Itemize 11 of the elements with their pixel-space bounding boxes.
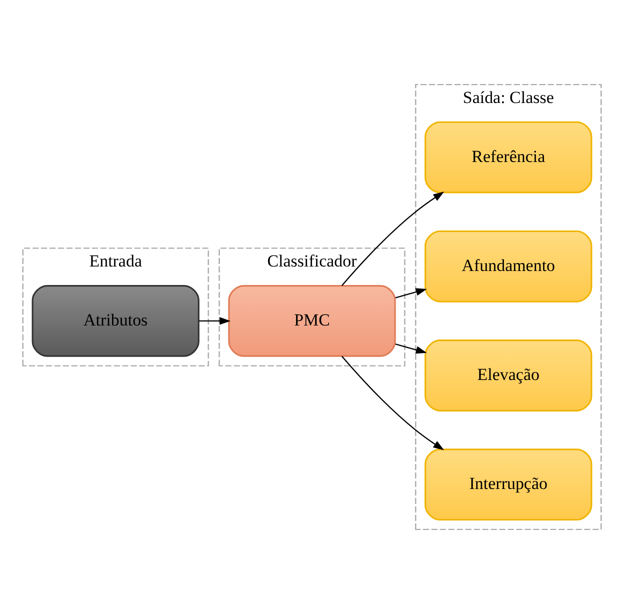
node-box: Interrupção <box>424 448 592 521</box>
arrow <box>341 356 444 450</box>
arrow <box>341 192 444 286</box>
arrow <box>395 343 427 354</box>
node-box: Referência <box>424 121 592 194</box>
node-box: Elevação <box>424 340 592 412</box>
arrow <box>199 317 231 325</box>
node-box: PMC <box>228 285 396 357</box>
node-box: Afundamento <box>424 230 592 302</box>
arrow <box>395 288 427 298</box>
node-box: Atributos <box>32 285 200 357</box>
